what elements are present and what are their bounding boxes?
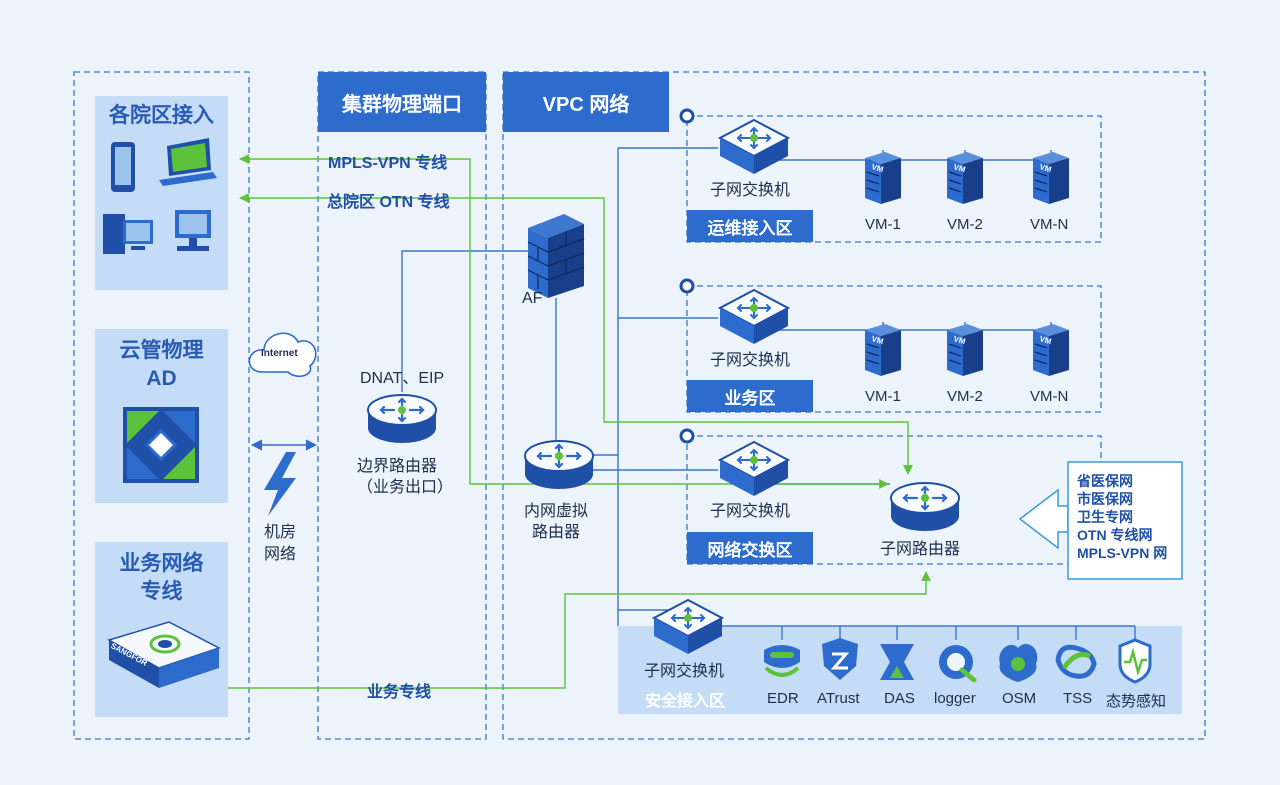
situation-awareness-icon xyxy=(1118,638,1152,684)
border-router-label-line1: 边界路由器 xyxy=(357,458,438,475)
external-networks-box xyxy=(1018,461,1183,580)
vm-server-icon xyxy=(946,323,984,377)
switch-icon-business xyxy=(719,289,789,345)
inner-router-label-line1: 内网虚拟 xyxy=(524,503,589,520)
vm-label: VM-2 xyxy=(947,388,983,405)
laptop-icon xyxy=(159,138,217,186)
atrust-icon xyxy=(822,638,858,680)
edr-icon xyxy=(764,645,800,677)
otn-link-label: 总院区 OTN 专线 xyxy=(327,194,450,211)
subnet-switch-label-business: 子网交换机 xyxy=(710,352,791,369)
af-firewall-icon xyxy=(527,214,585,298)
external-network-item: OTN 专线网 xyxy=(1077,527,1153,543)
edr-label: EDR xyxy=(767,690,799,707)
ops-zone-label: 运维接入区 xyxy=(687,210,813,242)
das-icon xyxy=(880,644,914,680)
switch-icon-exchange xyxy=(719,441,789,497)
inner-router-label-line2: 路由器 xyxy=(532,524,581,541)
lightning-icon xyxy=(264,452,296,516)
logger-label: logger xyxy=(934,690,976,707)
situation-awareness-label: 态势感知 xyxy=(1106,693,1167,710)
campus-access-title: 各院区接入 xyxy=(109,104,214,127)
atrust-label: ATrust xyxy=(817,690,860,707)
vm-label: VM-1 xyxy=(865,388,901,405)
vm-server-icon xyxy=(864,151,902,205)
campus-access-panel: 各院区接入 xyxy=(95,96,228,290)
logger-icon xyxy=(939,645,977,683)
phone-icon xyxy=(111,142,135,192)
internet-cloud-icon xyxy=(248,332,317,378)
vm-server-icon xyxy=(946,151,984,205)
cloud-ad-panel: 云管物理 AD xyxy=(95,329,228,503)
sangfor-device-icon xyxy=(107,621,221,688)
security-zone-label: 安全接入区 xyxy=(645,693,726,710)
desktop-computer-icon xyxy=(103,214,153,254)
dnat-eip-label: DNAT、EIP xyxy=(360,370,445,387)
external-network-item: 市医保网 xyxy=(1077,491,1133,507)
internet-label: Internet xyxy=(261,348,298,359)
border-router-icon xyxy=(367,393,437,445)
vm-server-icon xyxy=(1032,151,1070,205)
machine-room-label-line2: 网络 xyxy=(264,546,297,563)
vm-server-icon xyxy=(864,323,902,377)
business-line-title-line1: 业务网络 xyxy=(119,552,204,575)
business-zone-label: 业务区 xyxy=(687,380,813,412)
vm-label: VM-N xyxy=(1030,216,1069,233)
subnet-router-label: 子网路由器 xyxy=(880,541,961,558)
external-network-item: MPLS-VPN 网 xyxy=(1077,545,1168,561)
business-link-label: 业务专线 xyxy=(367,684,432,701)
das-label: DAS xyxy=(884,690,915,707)
external-network-item: 卫生专网 xyxy=(1077,509,1133,525)
switch-icon-ops xyxy=(719,119,789,175)
vm-label: VM-2 xyxy=(947,216,983,233)
tss-label: TSS xyxy=(1063,690,1093,707)
machine-room-label-line1: 机房 xyxy=(264,524,297,541)
subnet-switch-label-exchange: 子网交换机 xyxy=(710,503,791,520)
border-router-label-line2: （业务出口） xyxy=(357,479,454,496)
cloud-ad-title-line1: 云管物理 xyxy=(119,339,204,362)
osm-icon xyxy=(999,643,1038,682)
business-line-title-line2: 专线 xyxy=(140,580,183,603)
campus-devices xyxy=(103,138,217,254)
dedicated-links xyxy=(215,154,931,693)
mpls-vpn-link-label: MPLS-VPN 专线 xyxy=(328,155,448,172)
external-network-item: 省医保网 xyxy=(1077,473,1133,489)
af-label: AF xyxy=(522,290,543,307)
business-line-panel: 业务网络 专线 SANGFOR xyxy=(95,542,228,717)
vm-server-icon xyxy=(1032,323,1070,377)
vpc-network-header: VPC 网络 xyxy=(503,72,669,132)
exchange-zone-label: 网络交换区 xyxy=(687,532,813,564)
ad-logo-icon xyxy=(123,407,199,483)
monitor-icon xyxy=(175,210,211,251)
osm-label: OSM xyxy=(1002,690,1037,707)
vm-label: VM-N xyxy=(1030,388,1069,405)
subnet-switch-label-security: 子网交换机 xyxy=(644,663,725,680)
cluster-port-header: 集群物理端口 xyxy=(318,72,486,132)
external-networks-list: 省医保网 市医保网 卫生专网 OTN 专线网 MPLS-VPN 网 xyxy=(1077,472,1167,562)
inner-virtual-router-icon xyxy=(524,439,594,491)
subnet-router-icon xyxy=(890,481,960,533)
subnet-switch-label-ops: 子网交换机 xyxy=(710,182,791,199)
tss-icon xyxy=(1055,644,1097,679)
vm-label: VM-1 xyxy=(865,216,901,233)
cloud-ad-title-line2: AD xyxy=(146,367,177,390)
